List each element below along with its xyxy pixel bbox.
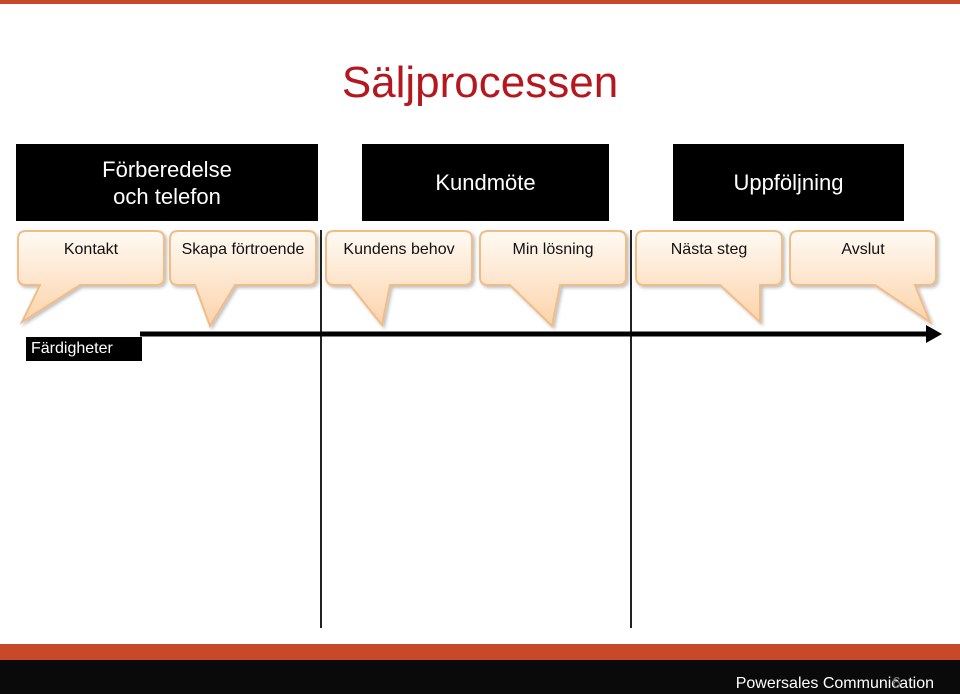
phase-box-followup: Uppföljning — [673, 144, 904, 221]
step-label-close: Avslut — [841, 241, 885, 258]
step-label-next-step: Nästa steg — [670, 241, 748, 258]
step-label-contact: Kontakt — [63, 241, 119, 258]
phase-label: Förberedelse och telefon — [102, 156, 232, 209]
phase-divider-line — [320, 230, 322, 628]
phase-box-preparation: Förberedelse och telefon — [16, 144, 318, 221]
speech-bubble-shape — [169, 230, 317, 329]
page-number: 6 — [892, 675, 901, 692]
phase-divider-line — [630, 230, 632, 628]
phase-label: Uppföljning — [733, 170, 844, 195]
speech-bubble-shape — [325, 230, 473, 328]
slide-title: Säljprocessen — [341, 58, 619, 107]
footer-company-name: Powersales Communication — [735, 675, 934, 692]
step-label-needs: Kundens behov — [343, 241, 455, 258]
speech-bubble-shape — [635, 230, 783, 325]
skills-label: Färdigheter — [26, 337, 142, 361]
step-label-solution: Min lösning — [512, 241, 594, 258]
speech-bubble-shape — [789, 230, 937, 325]
footer-bar — [0, 660, 960, 694]
phase-label: Kundmöte — [435, 170, 536, 195]
speech-bubble-shape — [17, 230, 165, 325]
speech-bubble-shape — [479, 230, 627, 329]
phase-box-meeting: Kundmöte — [362, 144, 609, 221]
step-label-trust: Skapa förtroende — [181, 241, 305, 258]
footer-accent-band — [0, 644, 960, 660]
top-accent-bar — [0, 0, 960, 4]
